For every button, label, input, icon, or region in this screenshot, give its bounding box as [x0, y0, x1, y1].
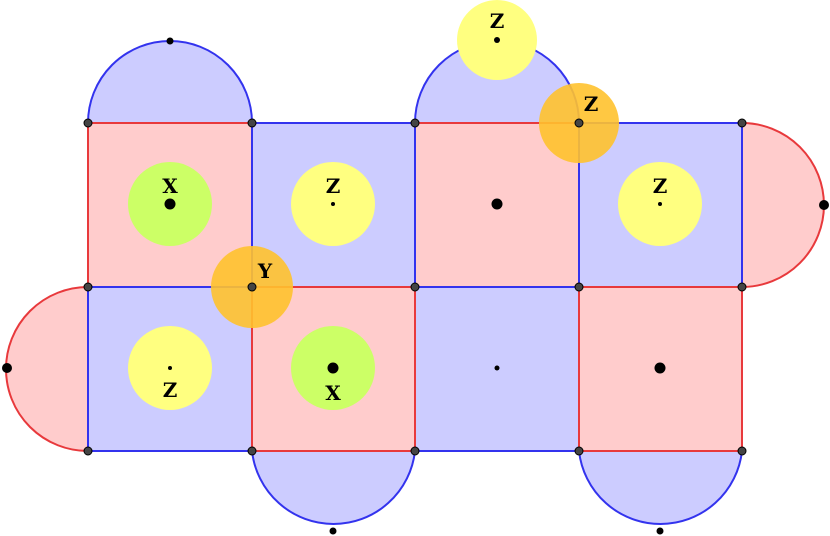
arc-apex-dots	[2, 37, 829, 535]
label-x-top: X	[162, 174, 178, 198]
label-z-top-cap: Z	[490, 9, 505, 33]
vertex-dots	[83, 118, 747, 456]
label-y-corner: Y	[257, 259, 273, 283]
center-dots	[164, 37, 666, 374]
label-z-bottom-1: Z	[163, 378, 178, 402]
cap-left	[5, 285, 89, 453]
cap-bottom-right	[577, 450, 744, 525]
label-z-top-4: Z	[653, 174, 668, 198]
label-x-bottom-2: X	[325, 381, 341, 405]
cap-top-left	[86, 40, 254, 124]
cap-bottom-middle	[250, 450, 417, 525]
cap-right	[741, 121, 825, 289]
label-z-top-2: Z	[326, 174, 341, 198]
label-z-corner: Z	[584, 92, 599, 116]
